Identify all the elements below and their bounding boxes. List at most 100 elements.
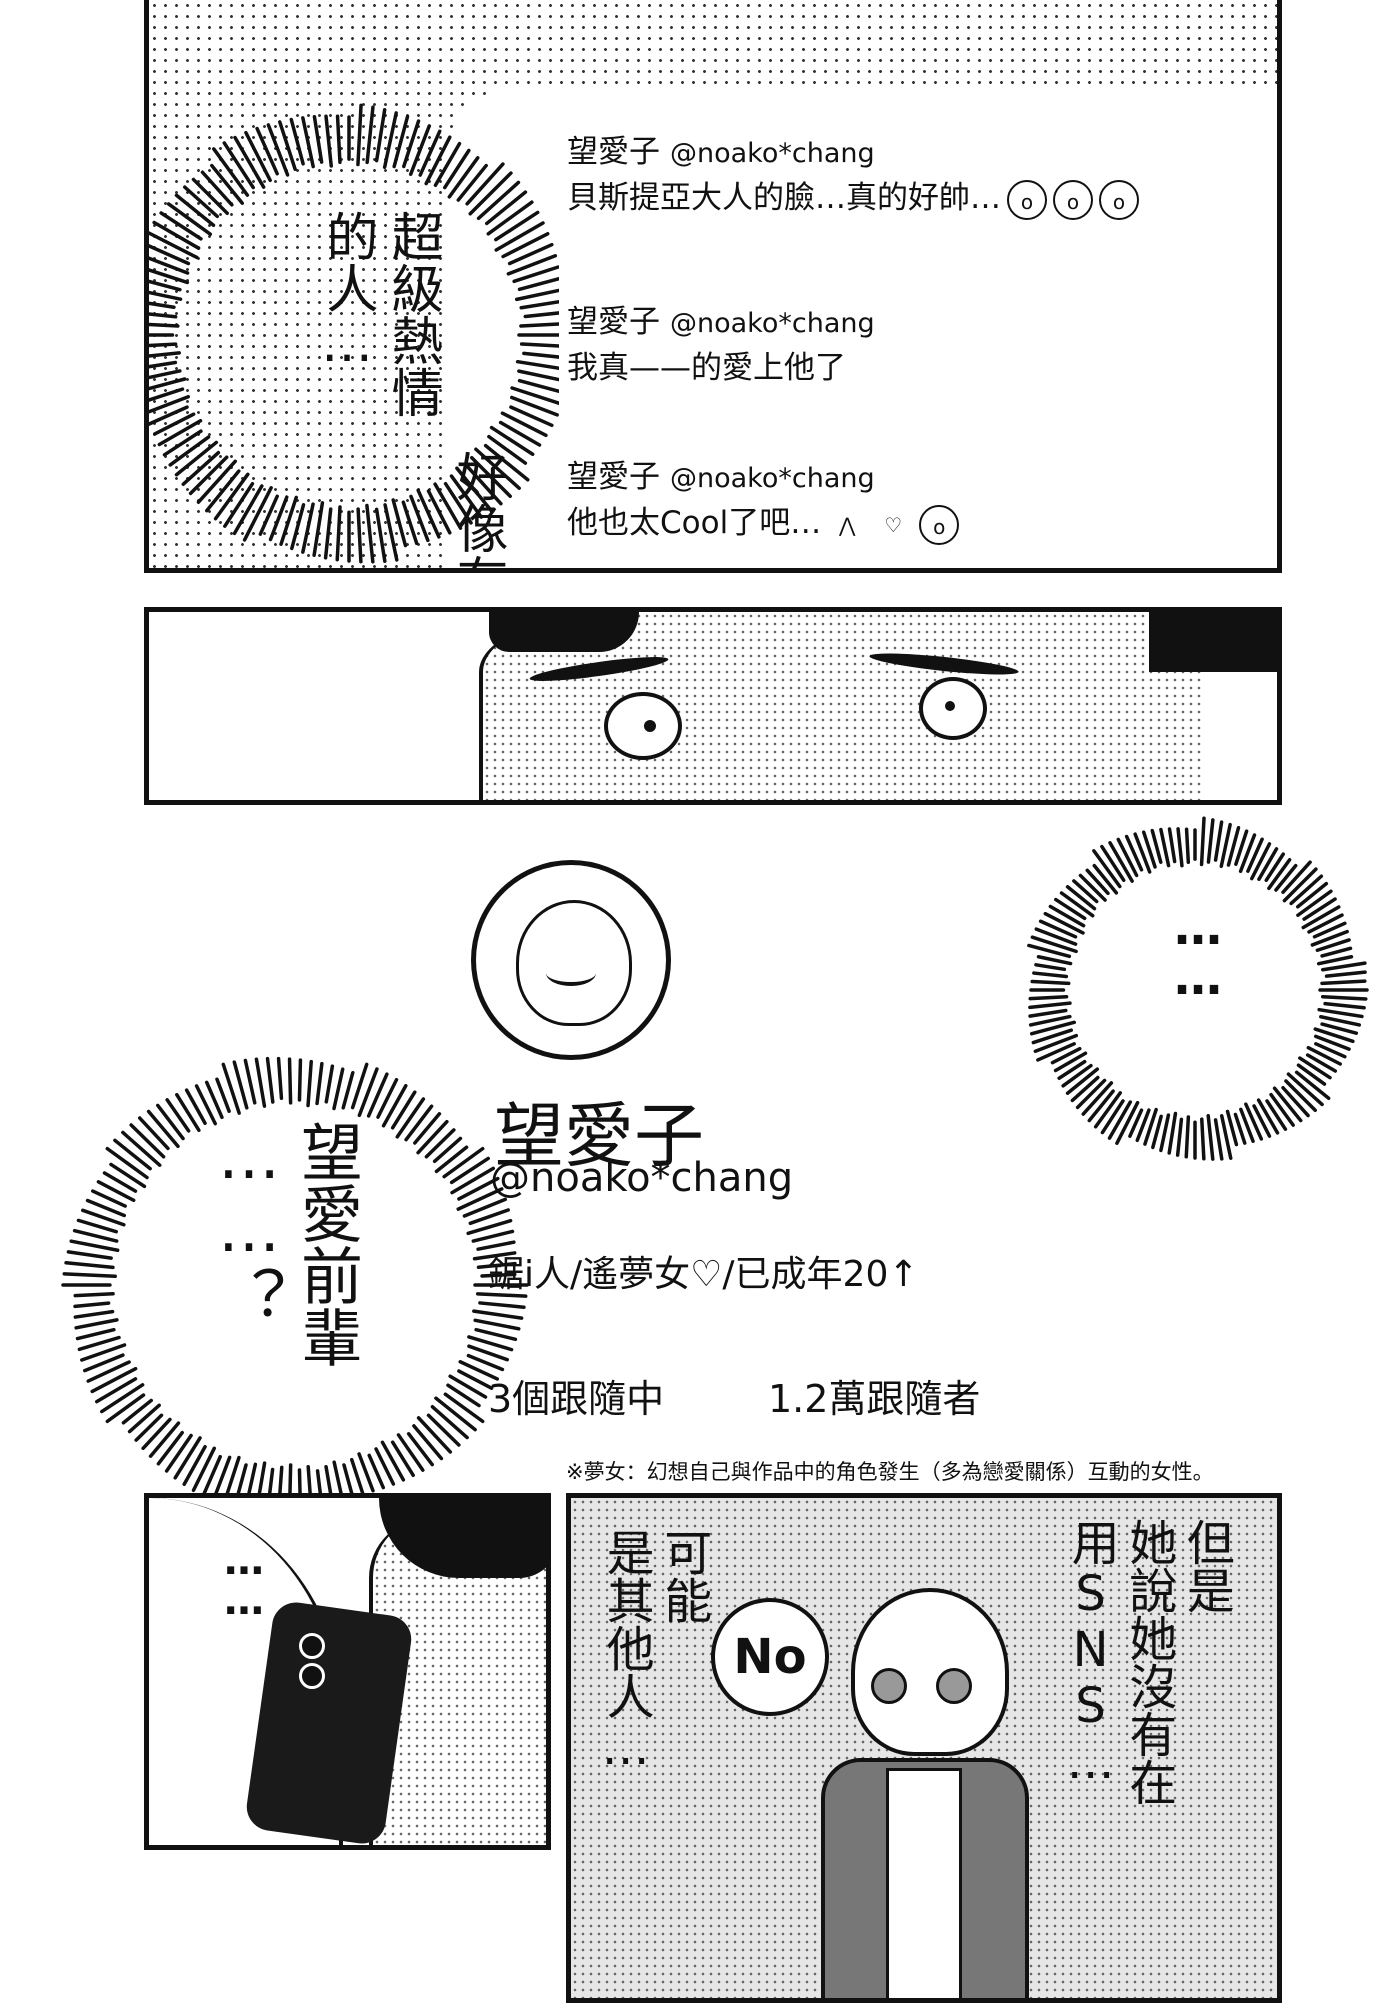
post-text: 他也太Cool了吧… [567, 505, 822, 541]
burst-line [168, 435, 211, 467]
burst-line [1030, 979, 1071, 986]
post-author: 望愛子 [567, 134, 660, 170]
burst-line [100, 1383, 145, 1414]
burst-line [1206, 818, 1215, 864]
burst-line [1087, 1089, 1115, 1123]
burst-line [174, 440, 219, 477]
burst-line [1265, 1099, 1288, 1131]
burst-line [434, 1145, 469, 1174]
burst-line [1061, 1063, 1093, 1088]
burst-line [446, 1383, 481, 1408]
burst-line [148, 1421, 181, 1458]
burst-line [450, 1166, 496, 1195]
burst-line [191, 1446, 217, 1493]
burst-line [201, 1454, 222, 1498]
profile-avatar[interactable] [471, 860, 671, 1060]
burst-line [223, 481, 255, 528]
burst-line [175, 1092, 201, 1132]
burst-line [324, 1064, 335, 1104]
burst-line [406, 1432, 434, 1467]
burst-line [1085, 868, 1110, 896]
burst-line [430, 1405, 469, 1440]
burst-line [324, 114, 333, 168]
burst-line [1249, 842, 1272, 881]
burst-line [1133, 832, 1152, 874]
burst-line [1316, 954, 1354, 966]
post-handle[interactable]: @noako*chang [670, 463, 875, 494]
burst-line [1092, 863, 1119, 895]
burst-line [519, 322, 559, 328]
following-count[interactable]: 3個跟隨中 [488, 1377, 665, 1421]
girl-figure [851, 1588, 1009, 1756]
burst-line [105, 1146, 149, 1180]
post[interactable]: 望愛子@noako*chang 我真——的愛上他了 [567, 300, 875, 390]
post[interactable]: 望愛子@noako*chang 他也太Cool了吧…⋀♡o [567, 455, 960, 545]
burst-line [1028, 994, 1069, 1001]
burst-line [449, 474, 484, 519]
burst-line [519, 342, 559, 348]
burst-line [191, 177, 229, 215]
burst-line [1048, 904, 1086, 928]
burst-line [1199, 816, 1206, 867]
burst-line [149, 394, 191, 414]
profile-handle[interactable]: @noako*chang [490, 1155, 794, 1201]
burst-line [1264, 852, 1285, 883]
burst-line [235, 1463, 248, 1500]
burst-line [509, 405, 554, 428]
post-handle[interactable]: @noako*chang [670, 138, 875, 169]
burst-line [401, 500, 419, 546]
burst-line [1298, 1056, 1332, 1080]
burst-line [233, 135, 266, 189]
burst-line [166, 202, 213, 236]
burst-line [507, 242, 554, 266]
burst-line [416, 1416, 453, 1454]
burst-line [268, 495, 289, 542]
burst-line [62, 1272, 117, 1279]
burst-line [149, 387, 185, 402]
speech-text: No [733, 1629, 807, 1685]
burst-line [350, 1062, 369, 1110]
burst-line [356, 507, 363, 564]
burst-line [1124, 834, 1144, 872]
burst-line [357, 1452, 375, 1493]
focus-burst [61, 1056, 529, 1514]
followers-count[interactable]: 1.2萬跟隨者 [768, 1377, 981, 1421]
burst-line [1324, 970, 1367, 978]
burst-line [1315, 938, 1351, 952]
burst-line [391, 498, 408, 548]
burst-line [66, 1250, 113, 1260]
bubble-line: 超級熱情 [382, 210, 442, 418]
post-author: 望愛子 [567, 459, 660, 495]
burst-line [153, 412, 196, 436]
burst-line [522, 351, 559, 359]
burst-line [149, 405, 189, 426]
burst-line [487, 434, 528, 465]
burst-line [1257, 847, 1279, 881]
burst-line [480, 1272, 517, 1278]
burst-line [83, 1353, 125, 1373]
burst-line [276, 1056, 284, 1100]
burst-line [381, 1083, 408, 1128]
burst-line [64, 1261, 115, 1270]
burst-line [1141, 830, 1157, 869]
burst-line [1320, 994, 1368, 1001]
burst-line [149, 231, 199, 260]
burst-line [258, 494, 279, 536]
burst-line [402, 119, 421, 169]
burst-line [424, 1128, 456, 1159]
burst-line [432, 1136, 463, 1164]
burst-line [458, 1360, 499, 1381]
burst-line [457, 1369, 494, 1390]
burst-line [1034, 927, 1078, 946]
left-bubble-text: 望愛前輩……？ [210, 1120, 365, 1368]
burst-line [517, 378, 559, 394]
burst-line [81, 1208, 126, 1227]
burst-line [523, 311, 559, 319]
burst-line [232, 484, 264, 536]
burst-line [76, 1218, 118, 1234]
burst-line [149, 360, 178, 369]
burst-line [1274, 863, 1298, 892]
post-handle[interactable]: @noako*chang [670, 308, 875, 339]
burst-line [278, 120, 297, 171]
